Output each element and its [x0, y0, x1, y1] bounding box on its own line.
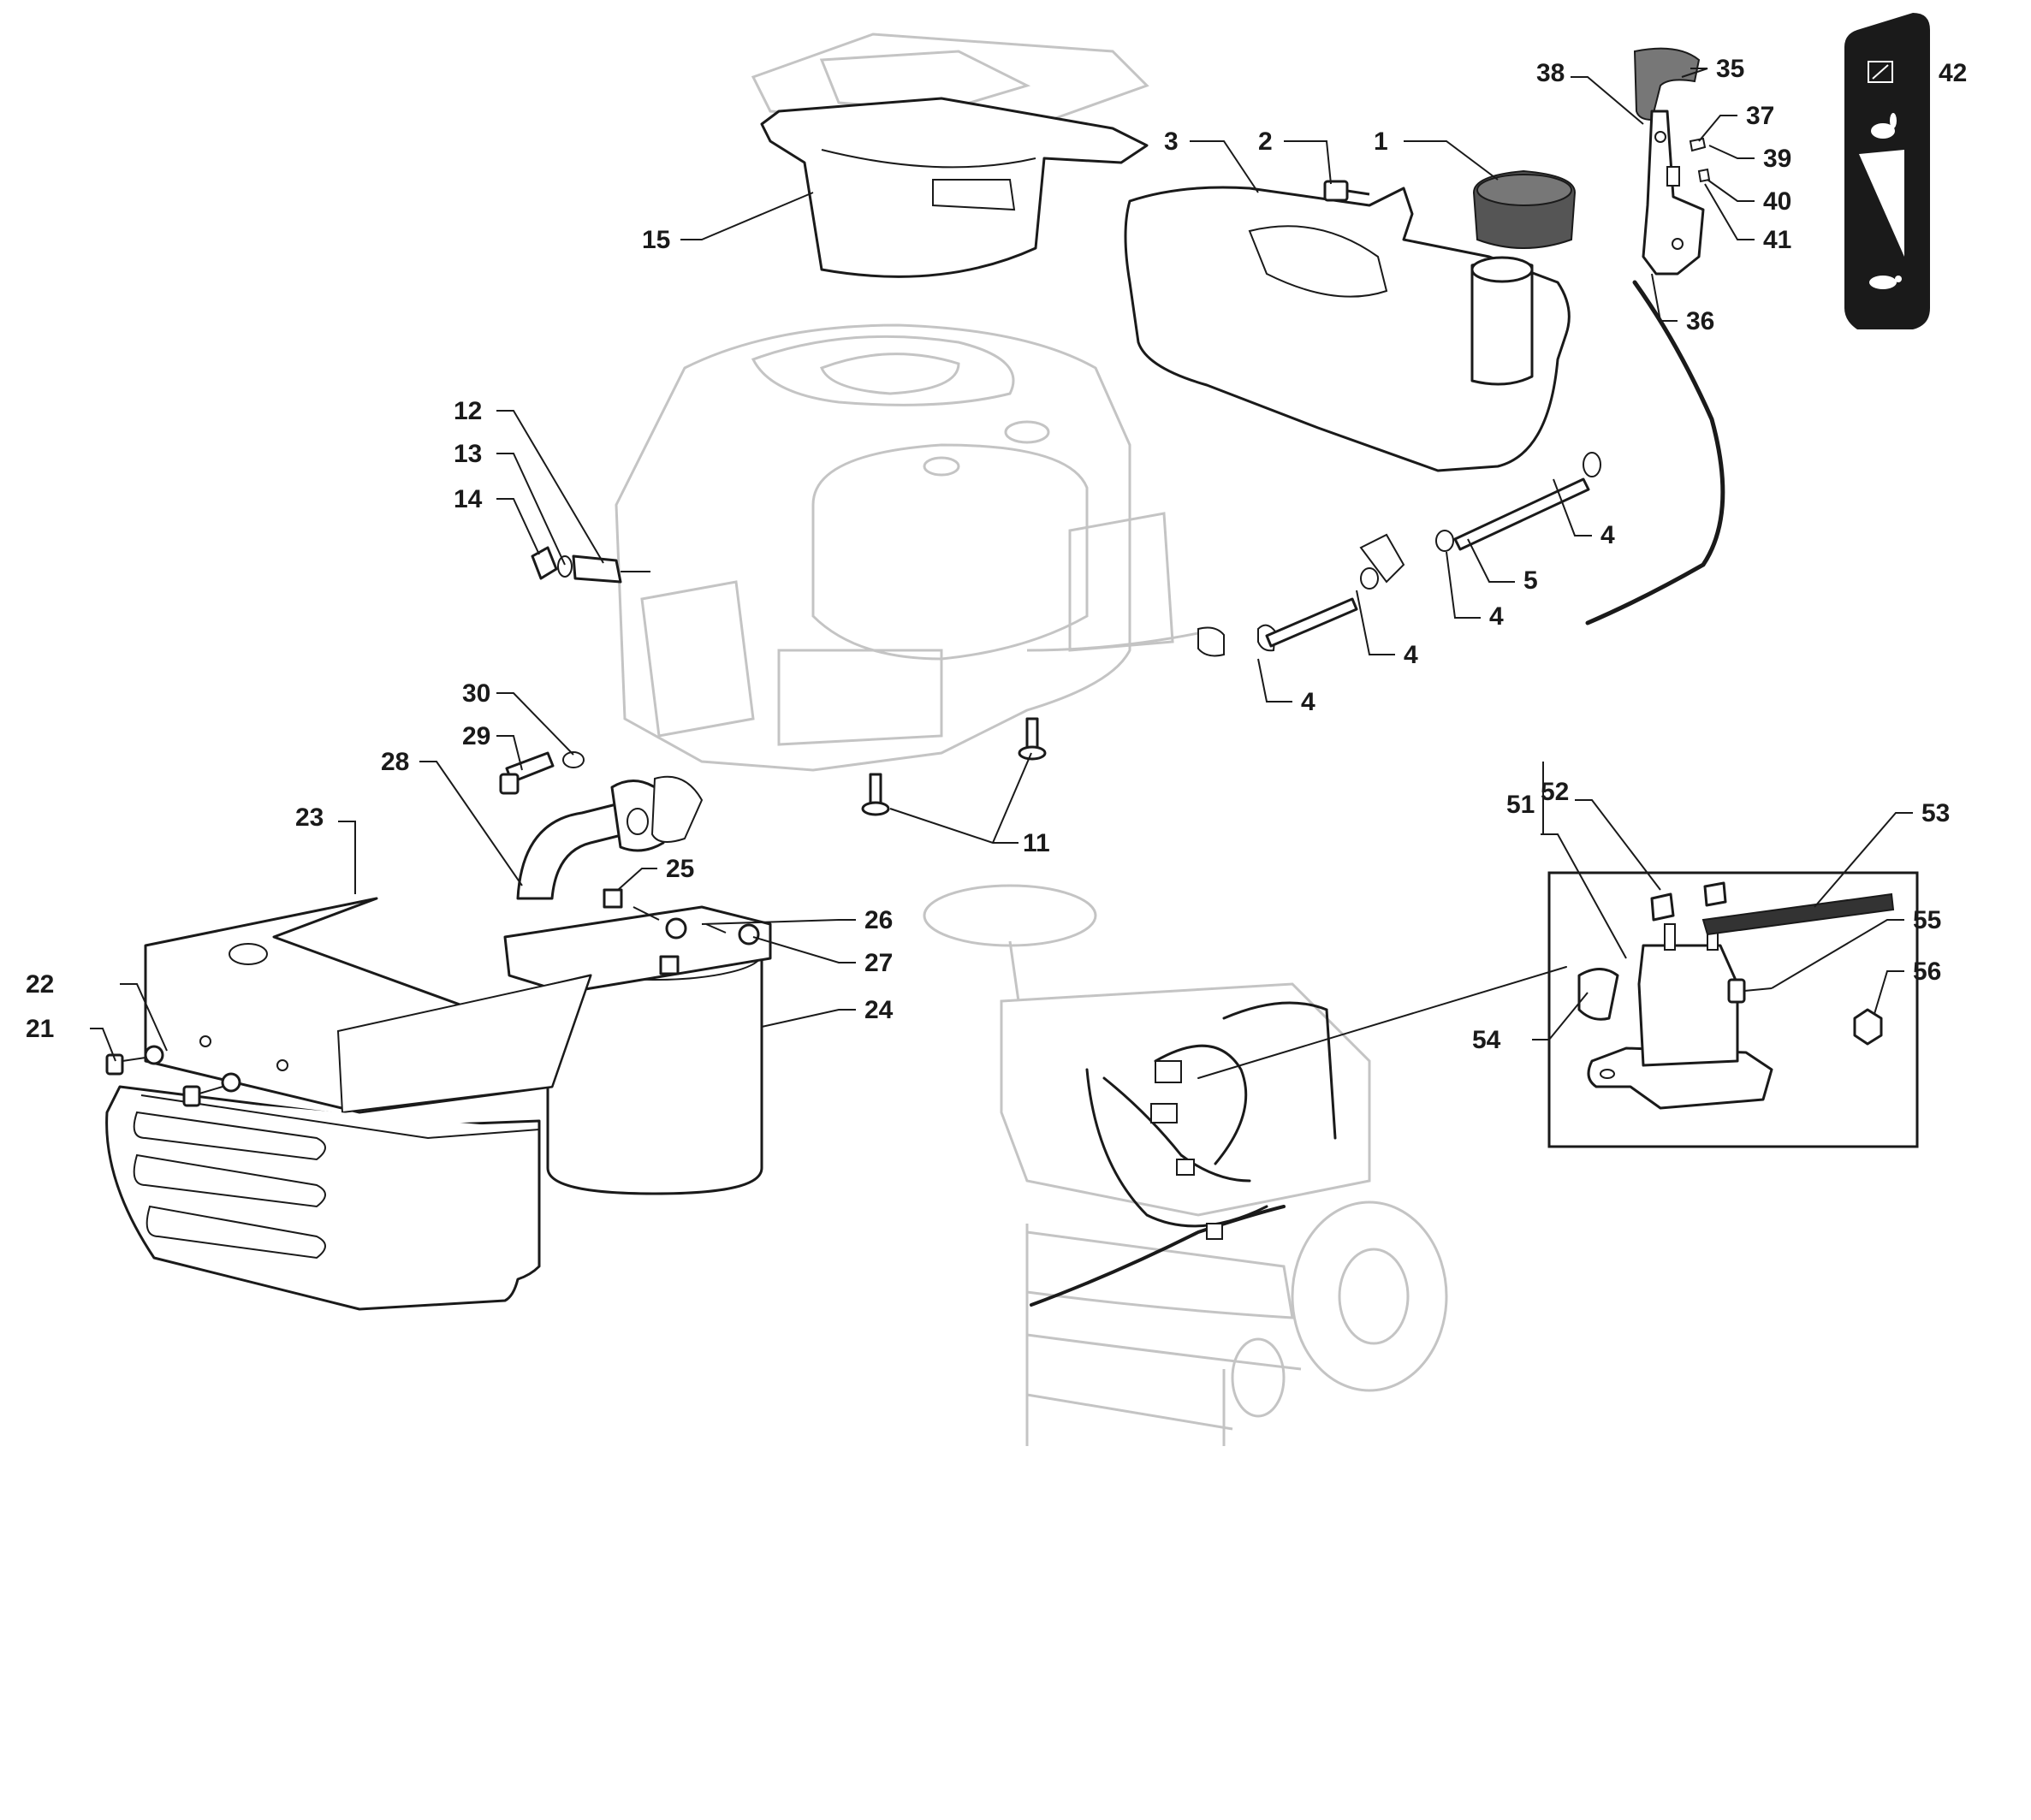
callout-42: 42	[1939, 59, 1967, 87]
fuel-cap	[1472, 169, 1577, 249]
callout-40: 40	[1763, 187, 1791, 216]
callout-4a: 4	[1600, 521, 1615, 549]
callout-13: 13	[454, 440, 482, 468]
callout-56: 56	[1913, 957, 1941, 986]
callout-4d: 4	[1301, 688, 1315, 716]
fuel-fittings	[531, 546, 650, 584]
engine	[615, 323, 1217, 772]
solenoid	[1587, 923, 1773, 1110]
callout-53: 53	[1921, 799, 1950, 827]
callout-1: 1	[1374, 127, 1388, 156]
throttle-decal	[1844, 13, 1930, 329]
mount-bolts	[861, 717, 1047, 816]
callout-26: 26	[864, 906, 893, 934]
callout-38: 38	[1536, 59, 1565, 87]
callout-3: 3	[1164, 127, 1179, 156]
callout-2: 2	[1258, 127, 1273, 156]
callout-22: 22	[26, 970, 54, 999]
muffler	[503, 888, 772, 1195]
callout-5: 5	[1523, 566, 1538, 595]
callout-54: 54	[1472, 1026, 1501, 1054]
turtle-icon	[1869, 276, 1902, 289]
callout-14: 14	[454, 485, 483, 513]
callout-37: 37	[1746, 102, 1774, 130]
callout-21: 21	[26, 1015, 54, 1043]
callout-12: 12	[454, 397, 482, 425]
callout-36: 36	[1686, 307, 1714, 335]
callout-4b: 4	[1489, 602, 1504, 631]
callout-23: 23	[295, 803, 324, 832]
callout-51: 51	[1506, 791, 1535, 819]
callout-24: 24	[864, 996, 894, 1024]
callout-35: 35	[1716, 55, 1744, 83]
callout-52: 52	[1541, 778, 1569, 806]
muffler-shield	[144, 897, 592, 1114]
callout-55: 55	[1913, 906, 1941, 934]
rabbit-icon	[1871, 113, 1897, 139]
throttle-cable	[1585, 280, 1725, 625]
throttle-lever	[1633, 47, 1711, 276]
callout-27: 27	[864, 949, 893, 977]
callout-39: 39	[1763, 145, 1791, 173]
fuel-hose-assembly	[1197, 452, 1601, 657]
fuel-tank	[1124, 186, 1571, 472]
callout-29: 29	[462, 722, 490, 750]
tractor-wiring	[923, 884, 1567, 1446]
leader-lines	[90, 68, 1930, 1062]
callout-15: 15	[642, 226, 670, 254]
callout-4c: 4	[1404, 641, 1418, 669]
air-filter-housing	[751, 33, 1149, 278]
choke-icon	[1868, 61, 1893, 83]
solenoid-inset-frame	[1547, 871, 1919, 1148]
front-grille-guard	[105, 1085, 541, 1311]
callout-30: 30	[462, 679, 490, 708]
callout-labels: 1 2 3 4 5 4 4 4 11 12 13 14 15 22 21 23 …	[26, 55, 1967, 1054]
callout-25: 25	[666, 855, 694, 883]
solenoid-parts	[1577, 881, 1895, 1046]
callout-11: 11	[1023, 829, 1050, 857]
exhaust-pipe	[499, 751, 704, 900]
callout-41: 41	[1763, 226, 1791, 254]
shield-bolts	[105, 1045, 241, 1107]
callout-28: 28	[381, 748, 409, 776]
screw-2	[1323, 180, 1370, 202]
